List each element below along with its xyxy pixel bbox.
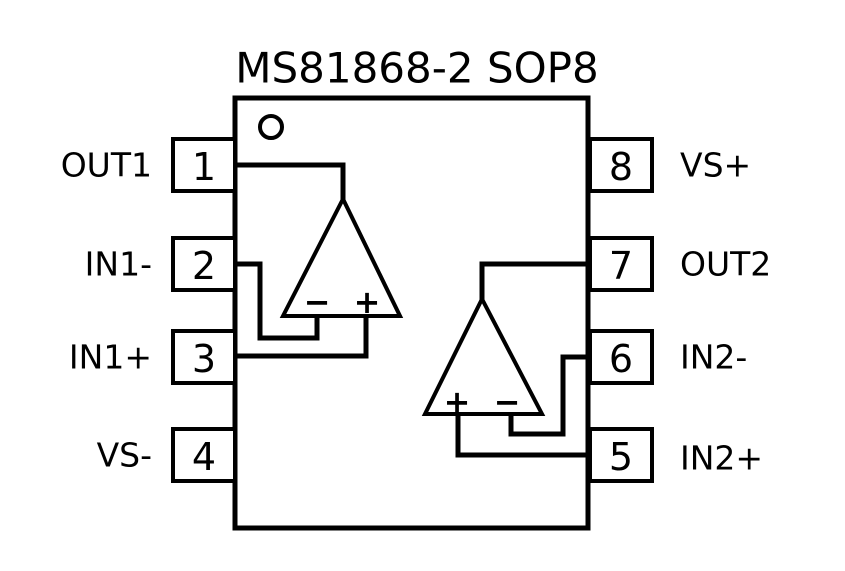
opamp2-inverting-input-wire — [508, 354, 588, 437]
pin-number-3: 3 — [192, 337, 216, 381]
pin-box-7 — [588, 236, 654, 292]
pin-box-8 — [588, 137, 654, 193]
pin1-marker-icon — [258, 114, 284, 140]
pin-number-2: 2 — [192, 244, 216, 288]
pin-label-in1-minus: IN1- — [85, 245, 152, 284]
opamp1-triangle — [279, 194, 404, 318]
pin-number-5: 5 — [609, 435, 633, 479]
opamp1-inverting-input-wire — [235, 261, 320, 341]
pin-label-in2-minus: IN2- — [680, 338, 747, 377]
pin-6: 6 IN2- — [588, 329, 747, 385]
pin-box-3 — [171, 329, 237, 385]
pin-box-4 — [171, 427, 237, 483]
page-title: MS81868-2 SOP8 — [235, 44, 599, 93]
pin-number-6: 6 — [609, 337, 633, 381]
pin-8: 8 VS+ — [588, 137, 751, 193]
pin-box-1 — [171, 137, 237, 193]
pin-label-out1: OUT1 — [61, 146, 152, 185]
pin-4: 4 VS- — [97, 427, 237, 483]
pin-box-5 — [588, 427, 654, 483]
pin-label-in1-plus: IN1+ — [69, 338, 152, 377]
pin-number-1: 1 — [192, 145, 216, 189]
pin-label-vs-minus: VS- — [97, 436, 152, 475]
pin-label-out2: OUT2 — [680, 245, 771, 284]
opamp1-plus-sign: + — [354, 283, 381, 321]
pin-box-6 — [588, 329, 654, 385]
opamp2-noninverting-input-wire — [455, 412, 588, 458]
pin-number-7: 7 — [609, 244, 633, 288]
pin-3: 3 IN1+ — [69, 329, 237, 385]
opamp2-triangle — [421, 294, 546, 416]
pin-label-in2-plus: IN2+ — [680, 439, 763, 478]
pin-box-2 — [171, 236, 237, 292]
opamp1-minus-sign: − — [304, 283, 331, 321]
opamp2-plus-sign: + — [444, 383, 471, 421]
pin-1: 1 OUT1 — [61, 137, 237, 193]
opamp2-minus-sign: − — [494, 383, 521, 421]
opamp1-output-wire — [235, 162, 346, 201]
pin-2: 2 IN1- — [85, 236, 237, 292]
opamp2-output-wire — [479, 261, 588, 301]
pin-label-vs-plus: VS+ — [680, 146, 751, 185]
pin-number-4: 4 — [192, 435, 216, 479]
pin-7: 7 OUT2 — [588, 236, 771, 292]
opamp1-noninverting-input-wire — [235, 314, 369, 359]
pin-number-8: 8 — [609, 145, 633, 189]
pin-5: 5 IN2+ — [588, 427, 763, 483]
